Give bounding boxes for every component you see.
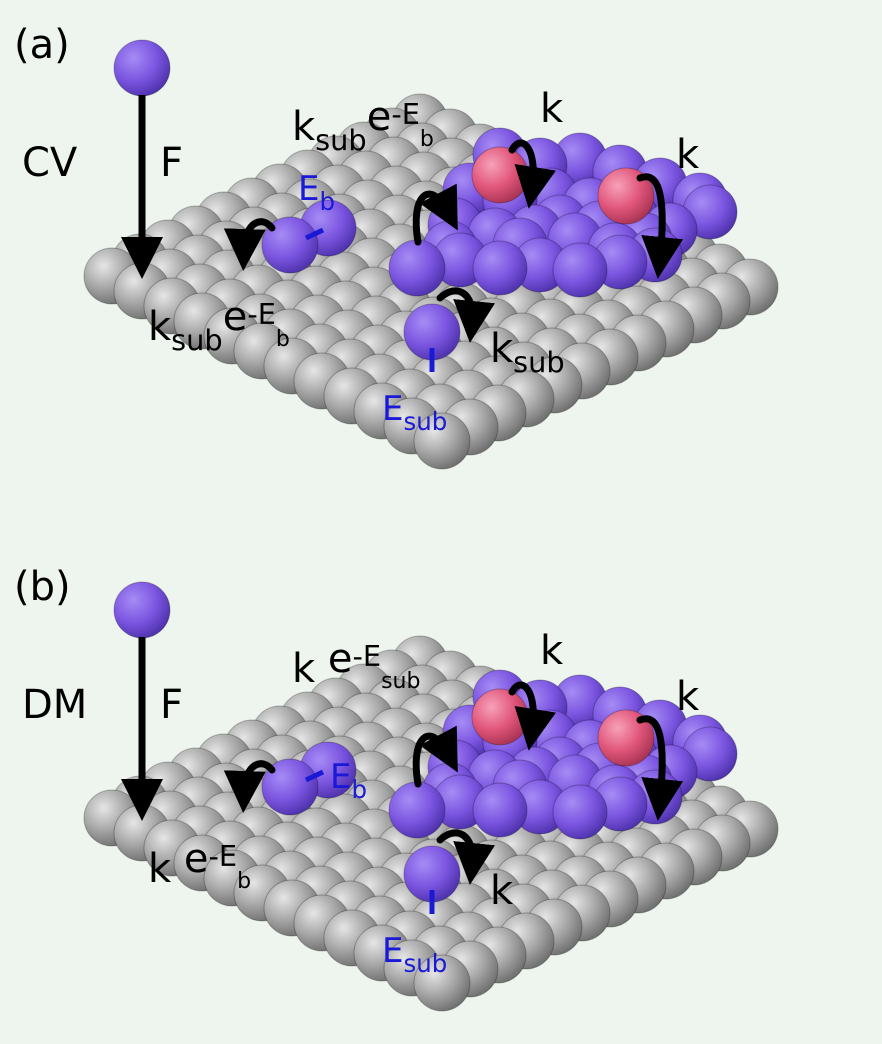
substrate-atom: [413, 954, 471, 1012]
descend-arrow: [636, 715, 684, 821]
bond-indicator: [304, 227, 325, 241]
bond-indicator: [304, 769, 325, 783]
edge-atom: [388, 781, 446, 839]
detach-arrow: [223, 218, 276, 271]
island-atom: [472, 240, 528, 296]
rate-left-label: ksube-Eb: [148, 294, 290, 357]
substrate-atom: [413, 412, 471, 470]
substrate-energy-label: Esub: [382, 389, 447, 436]
rate-island-label: k: [540, 86, 564, 132]
arrows: [121, 95, 684, 372]
highlight-atom: [471, 688, 529, 746]
flux-label: F: [160, 140, 183, 186]
highlight-atom: [597, 709, 655, 767]
panel-label: (a): [14, 22, 70, 68]
rate-island-label: k: [676, 132, 700, 178]
rate-island-label: k: [540, 628, 564, 674]
ascend-arrow: [412, 725, 458, 788]
rate-substrate-label: k: [490, 868, 514, 914]
highlight-atom: [471, 146, 529, 204]
substrate-energy-label: Esub: [382, 931, 447, 978]
substrate-hop-arrow: [436, 287, 495, 343]
island-hop-arrow: [508, 139, 557, 209]
island-atom: [552, 784, 608, 840]
rate-top-label: k e-Esub: [292, 636, 420, 694]
deposited-atom: [113, 581, 171, 639]
rate-substrate-label: ksub: [490, 326, 565, 379]
ascend-arrow: [412, 183, 458, 246]
descend-arrow: [636, 173, 684, 279]
flux-label: F: [160, 682, 183, 728]
detach-arrow: [223, 760, 276, 813]
edge-atom: [388, 239, 446, 297]
island-atom: [552, 242, 608, 298]
arrows: [121, 637, 684, 914]
rate-island-label: k: [676, 674, 700, 720]
bond-energy-label: Eb: [298, 169, 335, 216]
model-label: CV: [22, 140, 78, 186]
highlight-atom: [597, 167, 655, 225]
adatoms: [113, 581, 655, 903]
island-atom: [472, 782, 528, 838]
adatoms: [113, 39, 655, 361]
bond-energy-label: Eb: [330, 757, 367, 804]
substrate-hop-arrow: [436, 829, 495, 885]
island-hop-arrow: [508, 681, 557, 751]
panel-label: (b): [14, 564, 71, 610]
model-label: DM: [22, 682, 87, 728]
deposited-atom: [113, 39, 171, 97]
rate-left-label: k e-Eb: [148, 836, 251, 894]
rate-top-label: ksube-Eb: [292, 94, 434, 157]
